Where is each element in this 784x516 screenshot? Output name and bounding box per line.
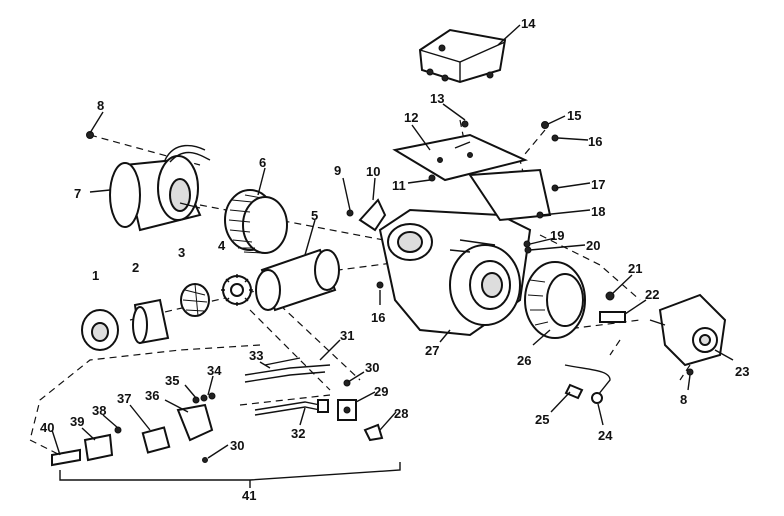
callout-6: 6 xyxy=(259,155,266,170)
callout-11: 11 xyxy=(392,178,406,193)
callout-14: 14 xyxy=(521,16,536,31)
callout-40: 40 xyxy=(40,420,54,435)
callout-8-bottom: 8 xyxy=(680,392,687,407)
callout-leader-lines xyxy=(51,24,734,488)
part-blower-wheel xyxy=(224,189,288,254)
callout-24: 24 xyxy=(598,428,613,443)
callout-28: 28 xyxy=(394,406,408,421)
callout-34: 34 xyxy=(207,363,222,378)
callout-15: 15 xyxy=(567,108,581,123)
callout-13: 13 xyxy=(430,91,444,106)
callout-37: 37 xyxy=(117,391,131,406)
callout-1: 1 xyxy=(92,268,99,283)
part-clamp-bracket xyxy=(337,399,357,421)
callout-16-top: 16 xyxy=(588,134,602,149)
callout-8-top: 8 xyxy=(97,98,104,113)
part-gear-ring xyxy=(221,274,253,306)
callout-31: 31 xyxy=(340,328,354,343)
callout-38: 38 xyxy=(92,403,106,418)
callout-23: 23 xyxy=(735,364,749,379)
part-small-fittings xyxy=(192,392,216,404)
callout-30-right: 30 xyxy=(365,360,379,375)
callout-3: 3 xyxy=(178,245,185,260)
callout-35: 35 xyxy=(165,373,179,388)
callout-21: 21 xyxy=(628,261,642,276)
part-air-band xyxy=(524,261,586,339)
part-nozzle xyxy=(363,423,384,442)
part-blower-housing xyxy=(378,168,552,337)
part-nozzle-line xyxy=(254,399,329,416)
callout-9: 9 xyxy=(334,163,341,178)
part-fuel-pump xyxy=(649,293,727,367)
callout-27: 27 xyxy=(425,343,439,358)
callout-32: 32 xyxy=(291,426,305,441)
assembly-guide-lines xyxy=(29,119,691,456)
callout-33: 33 xyxy=(249,348,263,363)
callout-5: 5 xyxy=(311,208,318,223)
callout-10: 10 xyxy=(366,164,380,179)
callout-20: 20 xyxy=(586,238,600,253)
part-air-tube xyxy=(255,248,340,312)
part-sleeve xyxy=(132,298,170,345)
callout-17: 17 xyxy=(591,177,605,192)
callout-4: 4 xyxy=(218,238,226,253)
callout-18: 18 xyxy=(591,204,605,219)
callout-25: 25 xyxy=(535,412,549,427)
callout-19: 19 xyxy=(550,228,564,243)
part-adapter-assembly xyxy=(51,403,214,467)
part-control-box xyxy=(418,28,507,84)
callout-2: 2 xyxy=(132,260,139,275)
part-coupling xyxy=(599,291,626,323)
callout-26: 26 xyxy=(517,353,531,368)
callout-41: 41 xyxy=(242,488,256,503)
callout-labels: 8 7 6 5 1 2 3 4 9 10 11 12 13 14 15 16 1… xyxy=(40,16,749,503)
part-bracket xyxy=(358,198,387,232)
callout-16-mid: 16 xyxy=(371,310,385,325)
callout-12: 12 xyxy=(404,110,418,125)
part-electrodes xyxy=(244,357,331,383)
callout-30-bottom: 30 xyxy=(230,438,244,453)
callout-39: 39 xyxy=(70,414,84,429)
callout-7: 7 xyxy=(74,186,81,201)
callout-29: 29 xyxy=(374,384,388,399)
part-turbulator xyxy=(180,283,210,317)
callout-22: 22 xyxy=(645,287,659,302)
callout-36: 36 xyxy=(145,388,159,403)
part-tube-assembly xyxy=(564,364,611,404)
part-motor xyxy=(109,144,211,232)
part-end-cone xyxy=(81,309,119,351)
